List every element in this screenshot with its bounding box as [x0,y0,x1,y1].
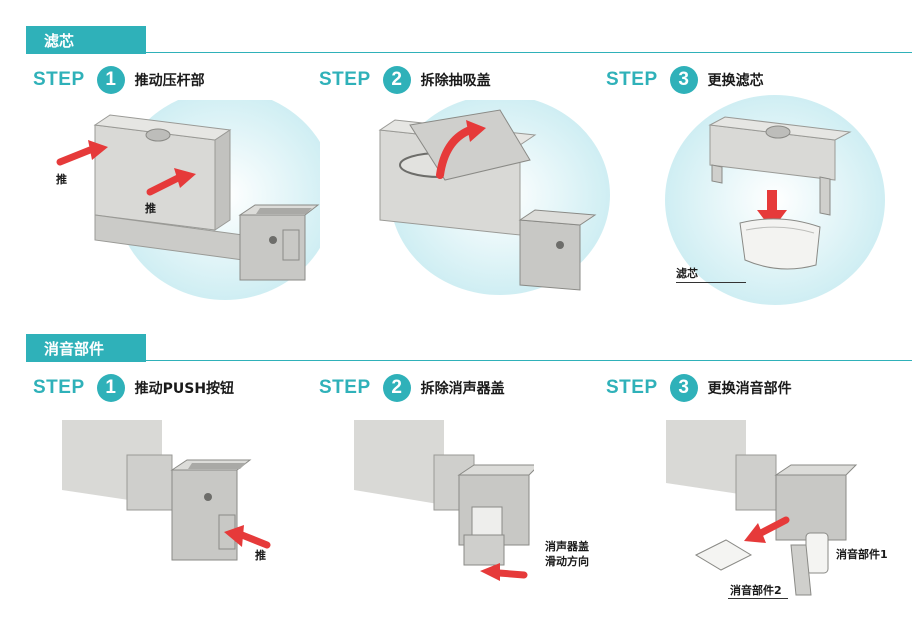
label-push-button: 推 [255,549,266,562]
step-number-badge: 3 [669,66,698,94]
section-title: 滤芯 [26,26,146,54]
label-push-left: 推 [56,173,67,186]
step-word: STEP [33,69,85,90]
step-word: STEP [319,377,371,398]
step-title: 更换滤芯 [707,73,764,89]
label-silencer-cover: 消声器盖 [545,540,589,553]
label-slide-direction-text: 滑动方向 [545,555,589,568]
step-title: 拆除抽吸盖 [420,73,491,89]
step-title: 推动PUSH按钮 [134,381,235,397]
step-2-1: STEP 1 推动PUSH按钮 [33,373,234,403]
illustration-push-lever [50,100,320,300]
label-silencer-2: 消音部件2 [730,584,782,597]
label-slide-direction: 消声器盖 滑动方向 [545,539,589,569]
step-title: 更换消音部件 [707,381,792,397]
illustration-replace-filter [660,95,900,305]
silencer2-leader-line [728,598,788,599]
illustration-push-button [62,415,272,565]
label-silencer-1: 消音部件1 [836,548,888,561]
illustration-remove-silencer-cover [354,415,534,585]
step-number-badge: 3 [669,374,698,402]
step-title: 拆除消声器盖 [420,381,505,397]
step-number-badge: 1 [96,66,125,94]
section-divider [146,52,912,53]
step-word: STEP [606,69,658,90]
label-filter: 滤芯 [676,267,698,280]
step-title: 推动压杆部 [134,73,205,89]
step-number-badge: 2 [382,374,411,402]
step-word: STEP [606,377,658,398]
section-divider [146,360,912,361]
step-2-2: STEP 2 拆除消声器盖 [319,373,505,403]
step-number-badge: 1 [96,374,125,402]
step-word: STEP [33,377,85,398]
step-2-3: STEP 3 更换消音部件 [606,373,792,403]
step-1-3: STEP 3 更换滤芯 [606,65,764,95]
illustration-remove-suction-cover [370,100,620,300]
step-1-1: STEP 1 推动压杆部 [33,65,205,95]
section-title: 消音部件 [26,334,146,362]
step-word: STEP [319,69,371,90]
filter-leader-line [676,282,746,283]
step-number-badge: 2 [382,66,411,94]
label-push-body: 推 [145,202,156,215]
step-1-2: STEP 2 拆除抽吸盖 [319,65,491,95]
illustration-replace-silencer [666,415,866,600]
